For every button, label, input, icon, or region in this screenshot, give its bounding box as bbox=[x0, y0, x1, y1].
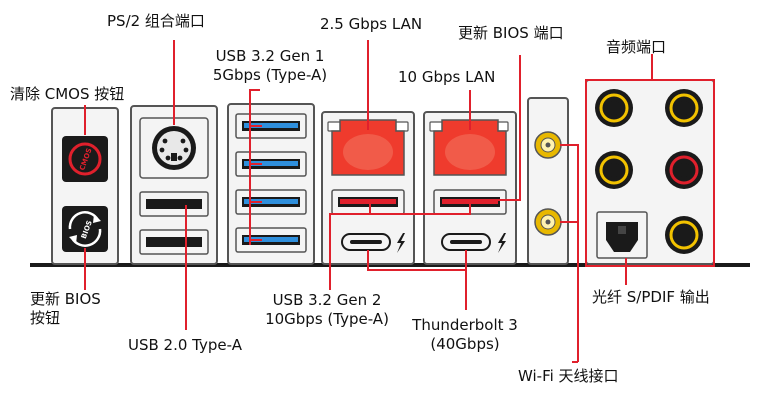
thunderbolt-port-1[interactable] bbox=[341, 233, 391, 251]
wifi-antenna-connector-2[interactable] bbox=[534, 208, 562, 236]
label-bios-button: 更新 BIOS 按钮 bbox=[30, 290, 101, 328]
thunderbolt-port-2[interactable] bbox=[441, 233, 491, 251]
usb32-gen1-port-4[interactable] bbox=[235, 227, 307, 253]
wifi-block bbox=[527, 97, 569, 265]
lan-2-5g-block bbox=[321, 111, 415, 265]
ps2-usb20-block bbox=[130, 105, 218, 265]
usb20-port-2[interactable] bbox=[139, 229, 209, 255]
label-usb32g2-line2: 10Gbps (Type-A) bbox=[265, 310, 389, 328]
label-usb32g1-line2: 5Gbps (Type-A) bbox=[212, 66, 328, 84]
label-usb32g2-line1: USB 3.2 Gen 2 bbox=[272, 291, 382, 309]
label-ps2: PS/2 组合端口 bbox=[107, 12, 205, 30]
label-usb20: USB 2.0 Type-A bbox=[128, 336, 242, 354]
label-usb32g2: USB 3.2 Gen 2 10Gbps (Type-A) bbox=[252, 291, 402, 329]
lan-10g-block bbox=[423, 111, 517, 265]
label-bios-button-line1: 更新 BIOS bbox=[30, 290, 101, 308]
audio-block bbox=[585, 79, 715, 265]
wifi-antenna-connector-1[interactable] bbox=[534, 131, 562, 159]
lan-10g-port[interactable] bbox=[433, 119, 507, 176]
audio-jack-3[interactable] bbox=[595, 151, 633, 189]
usb32-gen1-block bbox=[227, 103, 315, 265]
callout-wifi bbox=[560, 144, 579, 362]
audio-jack-5[interactable] bbox=[665, 216, 703, 254]
callout-lines bbox=[84, 40, 653, 363]
label-wifi: Wi-Fi 天线接口 bbox=[518, 367, 619, 385]
usb32-gen1-port-3[interactable] bbox=[235, 189, 307, 215]
label-bios-button-line2: 按钮 bbox=[30, 309, 61, 327]
label-bios-port: 更新 BIOS 端口 bbox=[458, 24, 564, 42]
power-ring-icon bbox=[68, 142, 102, 176]
label-thunderbolt-line2: (40Gbps) bbox=[430, 335, 500, 353]
lightning-bolt-icon bbox=[498, 233, 506, 253]
label-usb32g1-line1: USB 3.2 Gen 1 bbox=[215, 47, 325, 65]
audio-jack-2[interactable] bbox=[665, 89, 703, 127]
callout-usb-gen1-ticks bbox=[250, 125, 262, 241]
ps2-connector-icon bbox=[152, 126, 196, 170]
callout-usb-gen1-bracket bbox=[249, 89, 260, 245]
spdif-port[interactable] bbox=[596, 211, 648, 259]
label-lan10: 10 Gbps LAN bbox=[398, 68, 496, 86]
callout-usb-gen2-2 bbox=[330, 202, 471, 215]
label-usb32g1: USB 3.2 Gen 1 5Gbps (Type-A) bbox=[210, 47, 330, 85]
audio-jack-4[interactable] bbox=[665, 151, 703, 189]
label-clear-cmos: 清除 CMOS 按钮 bbox=[10, 85, 125, 103]
callout-thunderbolt bbox=[367, 250, 467, 310]
lightning-bolt-icon bbox=[397, 233, 405, 253]
label-spdif: 光纤 S/PDIF 输出 bbox=[592, 288, 710, 306]
usb32-gen1-port-2[interactable] bbox=[235, 151, 307, 177]
audio-jack-1[interactable] bbox=[595, 89, 633, 127]
label-thunderbolt-line1: Thunderbolt 3 bbox=[412, 316, 518, 334]
label-audio: 音频端口 bbox=[606, 38, 667, 56]
refresh-arrows-icon bbox=[68, 211, 102, 247]
usb20-port-1[interactable] bbox=[139, 191, 209, 217]
usb32-gen1-port-1[interactable] bbox=[235, 113, 307, 139]
lan-2-5g-port[interactable] bbox=[331, 119, 405, 176]
label-thunderbolt: Thunderbolt 3 (40Gbps) bbox=[400, 316, 530, 354]
callout-bios-port bbox=[470, 55, 521, 201]
usb32-gen2-port-1[interactable] bbox=[331, 189, 405, 215]
button-panel: CMOS BIOS bbox=[51, 107, 119, 265]
label-lan25: 2.5 Gbps LAN bbox=[320, 15, 423, 33]
